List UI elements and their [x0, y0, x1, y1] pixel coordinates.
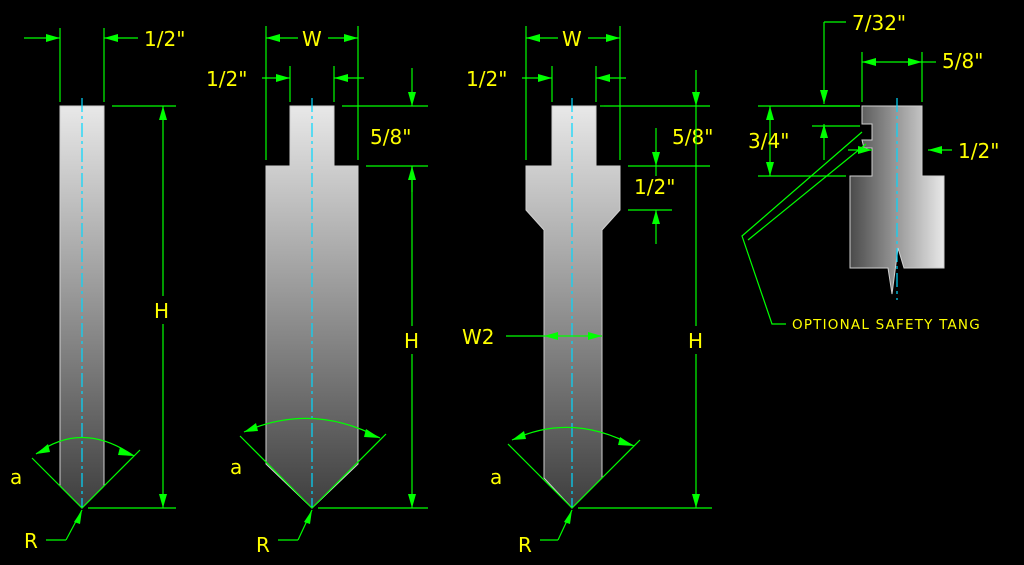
necked-angle-dimension: a	[490, 426, 641, 509]
necked-shoulder-label: 1/2"	[634, 175, 675, 199]
tool-safety-tang: 7/32" 5/8" 3/4" 1/2"	[741, 11, 999, 333]
stepped-tang-height-label: 5/8"	[370, 125, 411, 149]
necked-height-dimension: H	[578, 70, 712, 509]
safety-tang-height-label: 3/4"	[748, 129, 789, 153]
stepped-radius-leader: R	[256, 509, 313, 557]
stepped-tang-width-dimension: 1/2"	[206, 66, 364, 102]
straight-radius-label: R	[24, 529, 38, 553]
stepped-height-dimension: H	[318, 166, 428, 509]
tool-necked: W 1/2" 5/8" 1/2"	[462, 26, 713, 557]
straight-height-label: H	[154, 299, 169, 323]
safety-tang-width-dimension: 5/8"	[861, 49, 983, 102]
necked-shoulder-dimension: 1/2"	[628, 166, 675, 244]
straight-angle-label: a	[10, 465, 22, 489]
stepped-tang-width-label: 1/2"	[206, 67, 247, 91]
stepped-height-label: H	[404, 329, 419, 353]
safety-note-leader: OPTIONAL SAFETY TANG	[741, 131, 981, 333]
stepped-angle-dimension: a	[230, 417, 387, 509]
necked-tang-width-label: 1/2"	[466, 67, 507, 91]
safety-lower-tang-label: 1/2"	[958, 139, 999, 163]
stepped-width-dimension: W	[265, 26, 359, 160]
necked-neck-width-label: W2	[462, 325, 495, 349]
safety-tang-width-label: 5/8"	[942, 49, 983, 73]
tool-straight: 1/2" H a R	[10, 27, 185, 553]
tool-stepped: W 1/2" 5/8" H	[206, 26, 428, 557]
necked-punch-body	[525, 105, 621, 509]
straight-height-dimension: H	[88, 105, 176, 509]
safety-note-label: OPTIONAL SAFETY TANG	[792, 317, 981, 333]
straight-tang-width-dimension: 1/2"	[24, 27, 185, 102]
stepped-angle-label: a	[230, 455, 242, 479]
necked-width-label: W	[562, 27, 582, 51]
stepped-radius-label: R	[256, 533, 270, 557]
necked-radius-label: R	[518, 533, 532, 557]
safety-offset-label: 7/32"	[852, 11, 906, 35]
necked-tang-height-label: 5/8"	[672, 125, 713, 149]
safety-tang-height-dimension: 3/4"	[748, 105, 860, 177]
necked-tang-width-dimension: 1/2"	[466, 66, 626, 102]
necked-height-label: H	[688, 329, 703, 353]
necked-angle-label: a	[490, 465, 502, 489]
straight-radius-leader: R	[24, 509, 83, 553]
stepped-width-label: W	[302, 27, 322, 51]
necked-radius-leader: R	[518, 509, 573, 557]
straight-tang-width-label: 1/2"	[144, 27, 185, 51]
necked-neck-width-dimension: W2	[462, 325, 602, 349]
necked-tang-height-dimension: 5/8"	[604, 105, 713, 167]
straight-angle-dimension: a	[10, 436, 141, 509]
necked-width-dimension: W	[525, 26, 621, 160]
stepped-tang-height-dimension: 5/8"	[342, 68, 428, 192]
